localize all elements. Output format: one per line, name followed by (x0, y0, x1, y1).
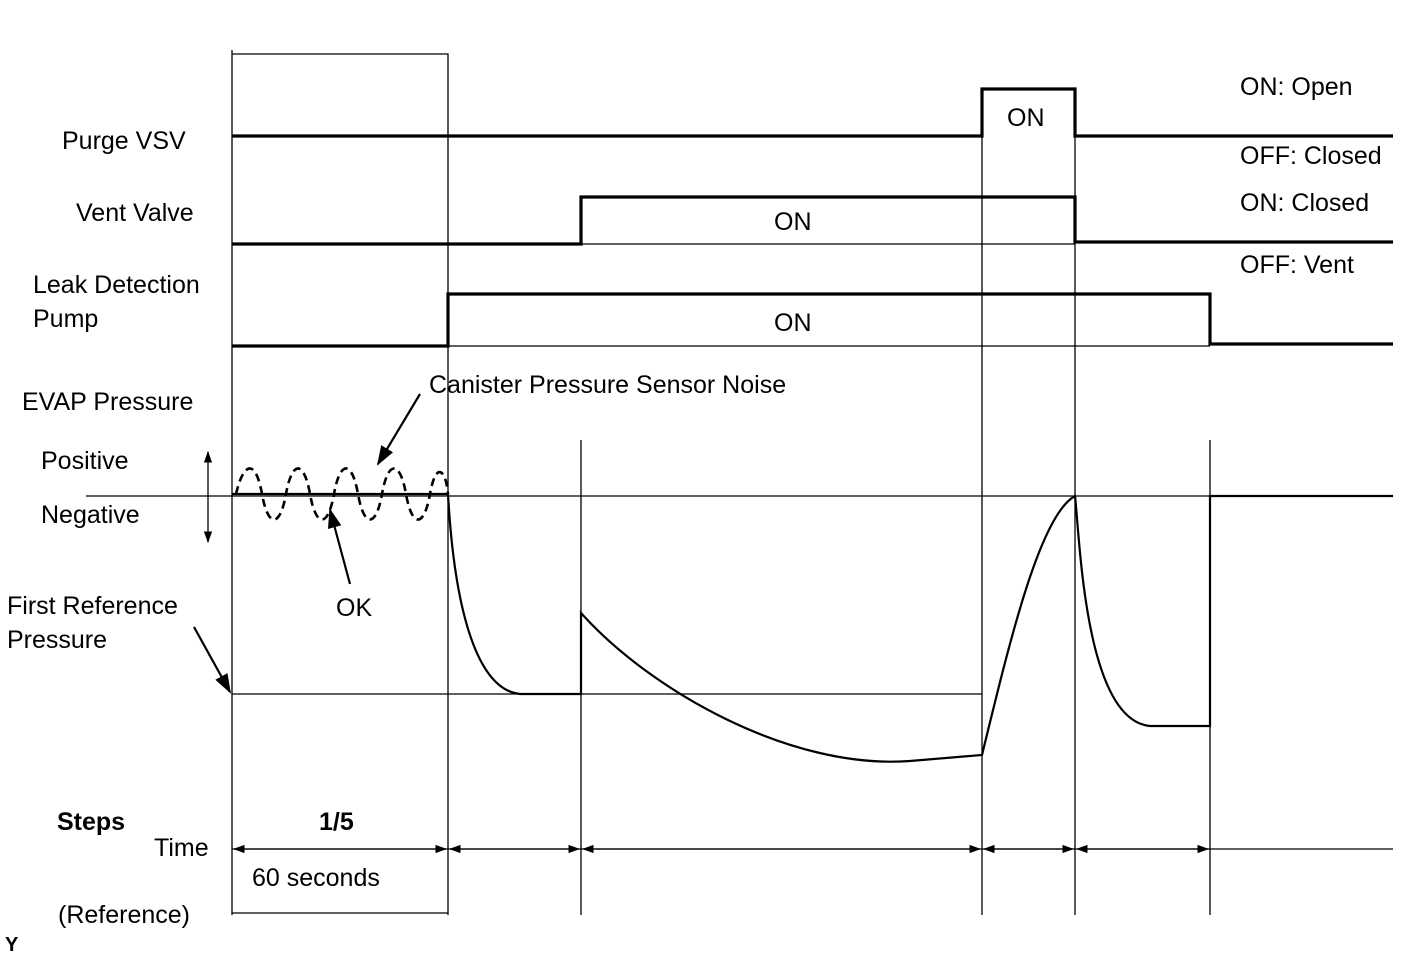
pump-on-label: ON (774, 309, 812, 337)
label-first-ref-1: First Reference (7, 592, 178, 620)
label-reference: (Reference) (58, 901, 190, 929)
label-time: Time (154, 834, 209, 862)
label-vent-valve: Vent Valve (76, 199, 194, 227)
purge-on-label: ON (1007, 104, 1045, 132)
evap-pressure-trace (232, 492, 1393, 763)
label-steps: Steps (57, 808, 125, 836)
label-first-ref-2: Pressure (7, 626, 107, 654)
legend-on-open: ON: Open (1240, 73, 1353, 101)
vent-valve-trace (232, 195, 1393, 246)
sensor-noise-wave (234, 467, 450, 521)
step-value: 1/5 (319, 808, 354, 836)
legend-off-closed: OFF: Closed (1240, 142, 1382, 170)
label-leak-pump-2: Pump (33, 305, 98, 333)
legend-on-closed: ON: Closed (1240, 189, 1369, 217)
label-evap-pressure: EVAP Pressure (22, 388, 193, 416)
step-boundaries-lower (231, 88, 1211, 915)
corner-mark: Y (5, 934, 19, 956)
label-positive: Positive (41, 447, 129, 475)
noise-pointer-arrow (376, 393, 421, 466)
ok-pointer-arrow (327, 508, 352, 585)
purge-vsv-trace (232, 87, 1393, 138)
label-negative: Negative (41, 501, 140, 529)
annotation-ok: OK (336, 594, 372, 622)
first-ref-pointer-arrow (193, 626, 231, 694)
legend-off-vent: OFF: Vent (1240, 251, 1354, 279)
annotation-noise: Canister Pressure Sensor Noise (429, 371, 786, 399)
label-leak-pump-1: Leak Detection (33, 271, 200, 299)
leak-pump-trace (232, 292, 1393, 348)
duration-label: 60 seconds (252, 864, 380, 892)
label-purge-vsv: Purge VSV (62, 127, 186, 155)
vent-on-label: ON (774, 208, 812, 236)
